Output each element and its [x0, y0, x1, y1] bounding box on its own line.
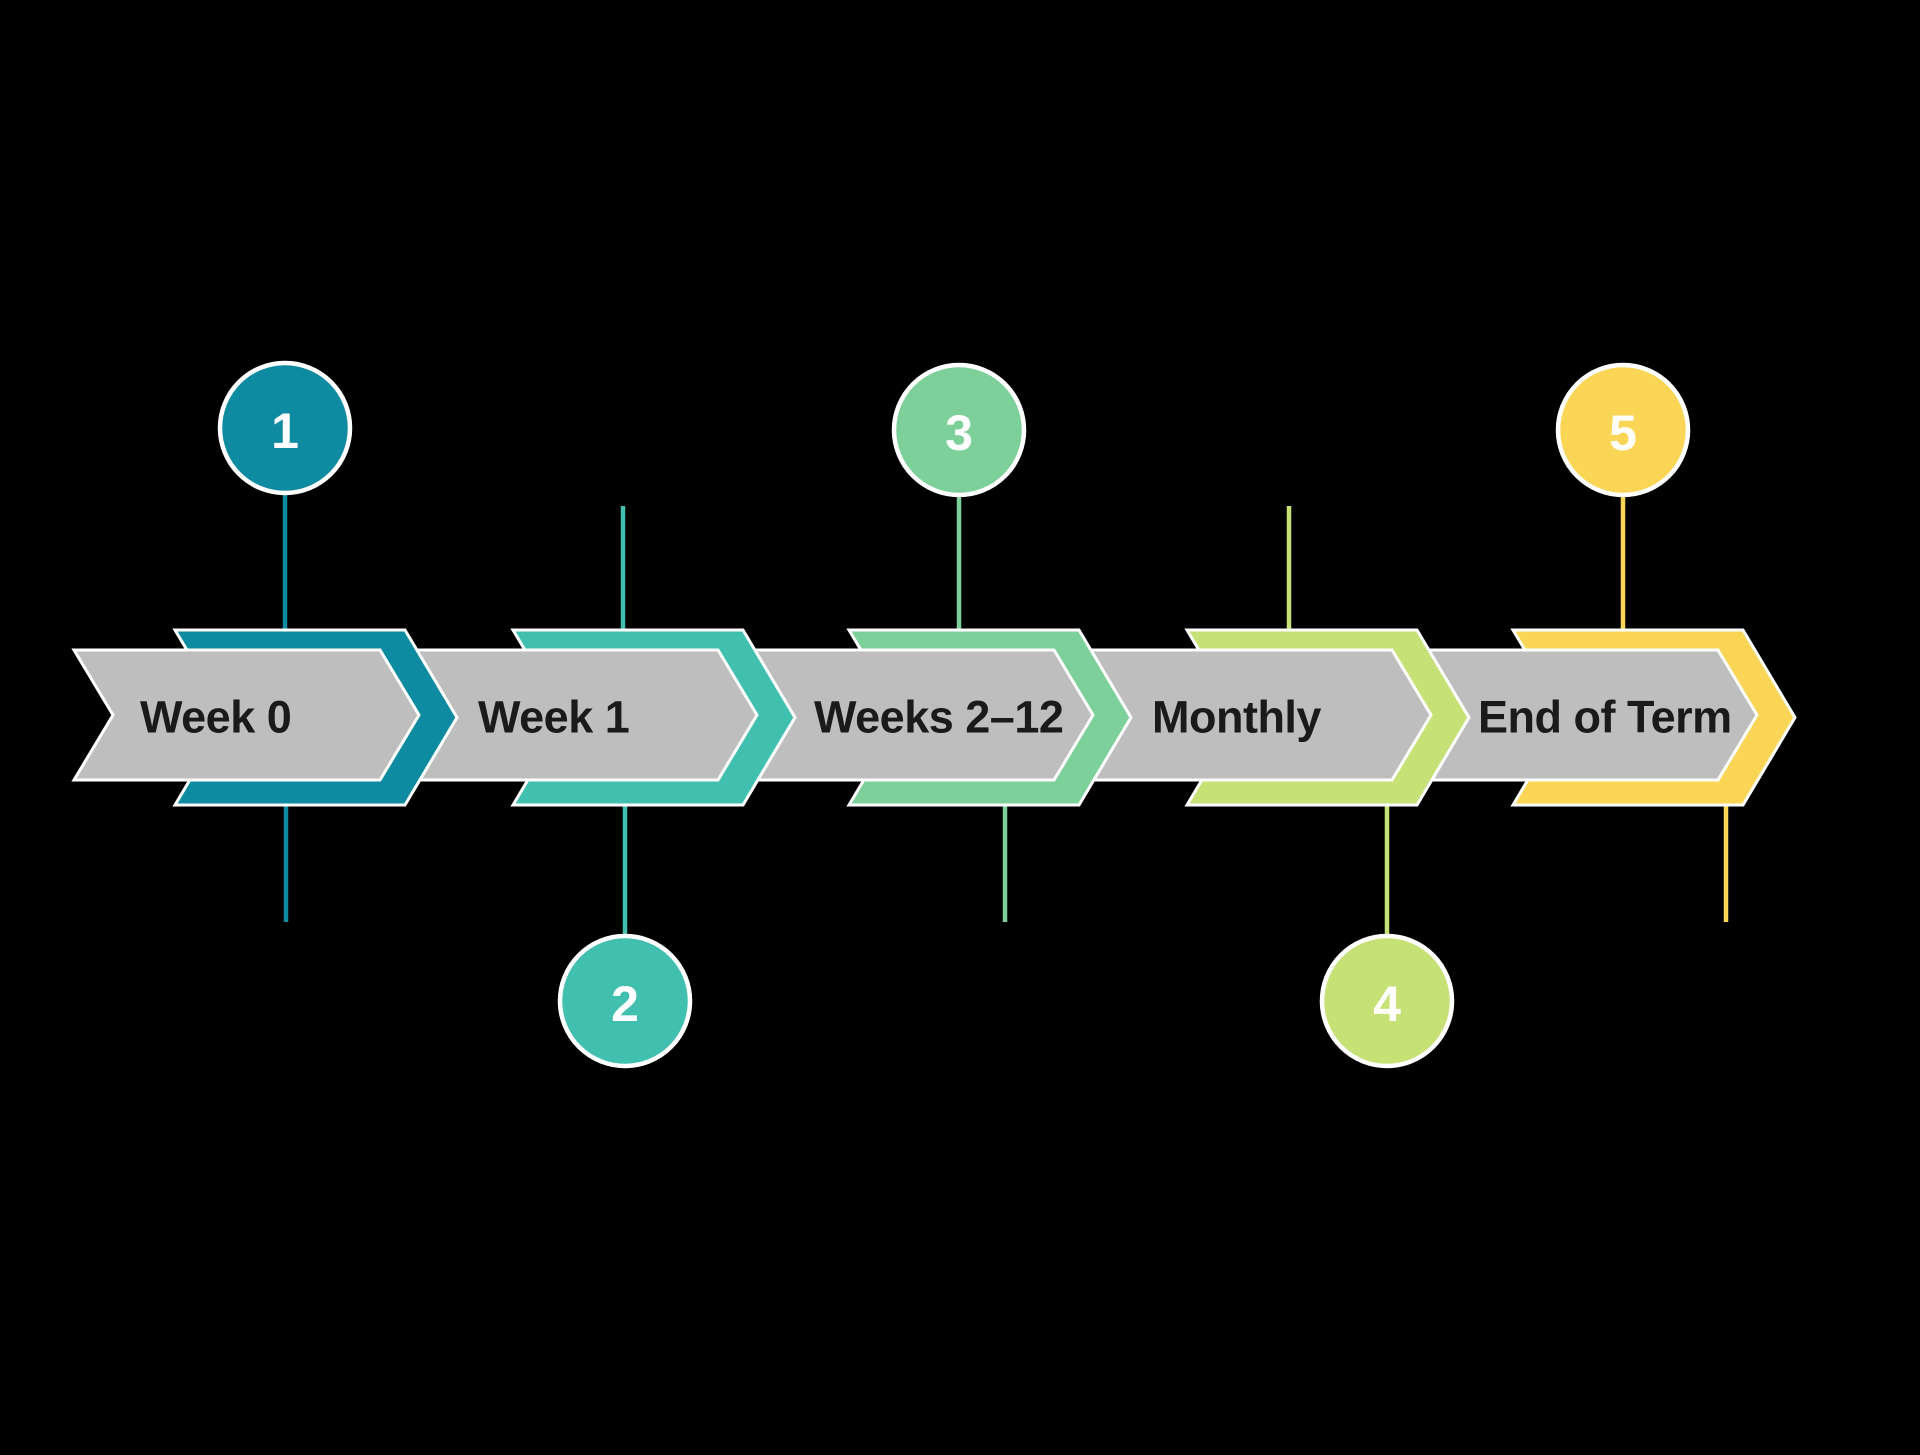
milestone-number-monthly: 4	[1373, 976, 1401, 1032]
milestone-circle-weeks-2-12	[891, 362, 1027, 498]
chevron-row: End of Term Monthly Weeks 2–12 Week 1 Week 0	[71, 628, 1797, 807]
milestone-circles: 1 2 3 4 5	[217, 360, 1691, 1069]
milestone-monthly: 4	[1319, 933, 1455, 1069]
timeline-item-weeks-2-12: Weeks 2–12	[745, 628, 1133, 807]
item-label-monthly: Monthly	[1152, 692, 1321, 743]
timeline-item-week-0: Week 0	[71, 628, 459, 807]
milestone-week-1: 2	[557, 933, 693, 1069]
item-label-end-of-term: End of Term	[1478, 692, 1732, 743]
timeline-item-end-of-term: End of Term	[1409, 628, 1797, 807]
milestone-number-week-1: 2	[611, 976, 639, 1032]
item-label-week-0: Week 0	[140, 692, 291, 743]
milestone-weeks-2-12: 3	[891, 362, 1027, 498]
milestone-circle-end-of-term	[1555, 362, 1691, 498]
milestone-number-weeks-2-12: 3	[945, 405, 973, 461]
milestone-end-of-term: 5	[1555, 362, 1691, 498]
milestone-number-week-0: 1	[271, 403, 299, 459]
timeline-item-monthly: Monthly	[1083, 628, 1471, 807]
milestone-circle-week-1	[557, 933, 693, 1069]
item-label-week-1: Week 1	[478, 692, 629, 743]
milestone-week-0: 1	[217, 360, 353, 496]
milestone-circle-monthly	[1319, 933, 1455, 1069]
timeline-item-week-1: Week 1	[409, 628, 797, 807]
chevron-body-week-0	[71, 648, 421, 782]
milestone-circle-week-0	[217, 360, 353, 496]
milestone-number-end-of-term: 5	[1609, 405, 1637, 461]
item-label-weeks-2-12: Weeks 2–12	[814, 692, 1063, 743]
